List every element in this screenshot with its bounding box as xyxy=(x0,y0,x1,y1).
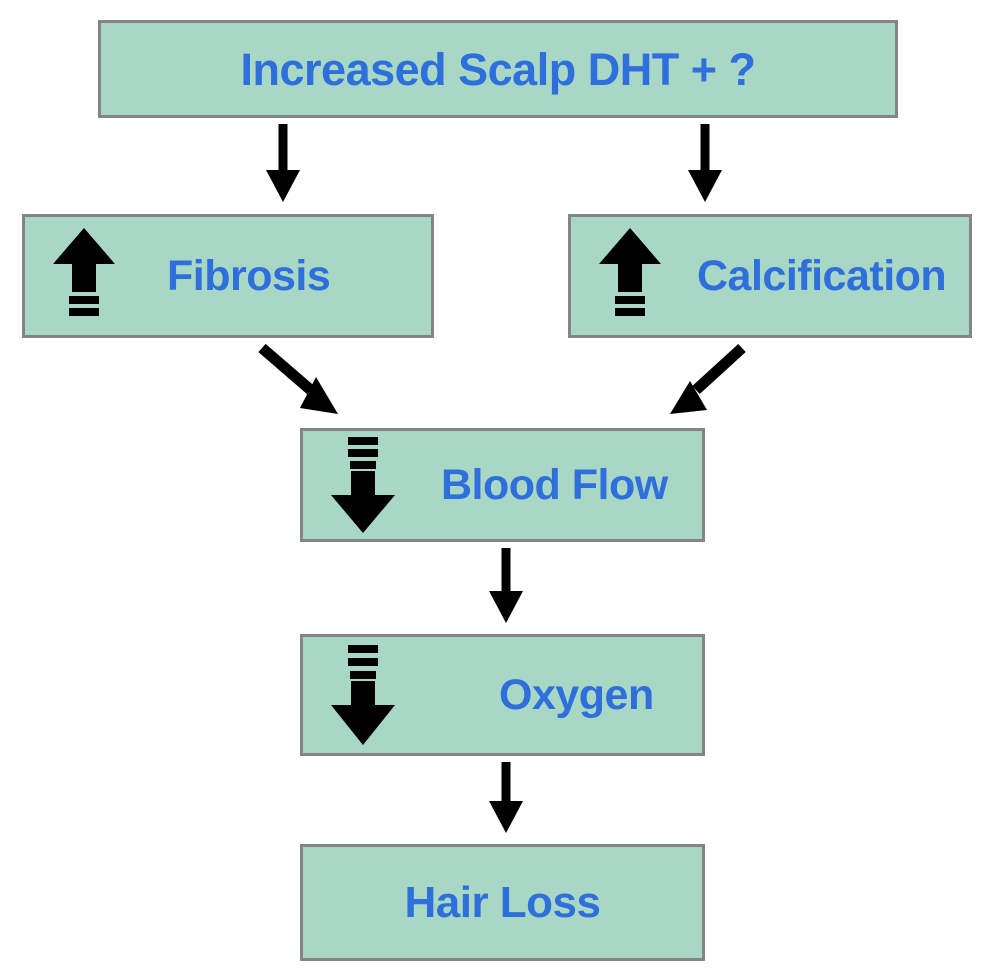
node-label-increased-scalp-dht: Increased Scalp DHT + ? xyxy=(240,43,756,95)
node-increased-scalp-dht[interactable]: Increased Scalp DHT + ? xyxy=(98,20,898,118)
node-blood-flow[interactable]: Blood Flow xyxy=(300,428,705,542)
edge-fibrosis-to-blood-flow xyxy=(258,343,338,414)
node-label-hair-loss: Hair Loss xyxy=(404,877,601,927)
node-label-blood-flow: Blood Flow xyxy=(441,460,668,509)
node-label-fibrosis: Fibrosis xyxy=(167,251,331,300)
edge-top-to-fibrosis xyxy=(266,124,300,202)
arrow-up-increase-icon xyxy=(599,228,661,316)
edge-top-to-calcification xyxy=(688,124,722,202)
node-calcification[interactable]: Calcification xyxy=(568,214,972,338)
arrow-down-decrease-icon xyxy=(331,645,395,745)
node-label-calcification: Calcification xyxy=(697,251,947,300)
edge-blood-flow-to-oxygen xyxy=(489,548,523,623)
node-hair-loss[interactable]: Hair Loss xyxy=(300,844,705,961)
arrow-up-increase-icon xyxy=(53,228,115,316)
node-oxygen[interactable]: Oxygen xyxy=(300,634,705,756)
node-fibrosis[interactable]: Fibrosis xyxy=(22,214,434,338)
edge-calcification-to-blood-flow xyxy=(670,343,746,414)
arrow-down-decrease-icon xyxy=(331,437,395,533)
node-label-oxygen: Oxygen xyxy=(499,670,654,719)
edge-oxygen-to-hair-loss xyxy=(489,762,523,833)
